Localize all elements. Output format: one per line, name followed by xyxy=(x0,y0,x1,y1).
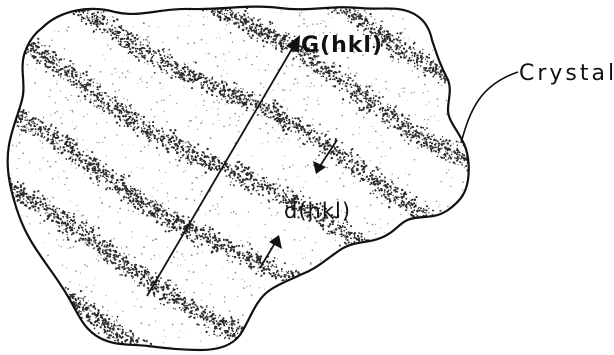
spacing-arrow-top xyxy=(313,140,337,174)
d-hkl-label: d(hkl) xyxy=(284,199,351,223)
crystal-leader-line xyxy=(461,72,518,143)
reciprocal-vector-arrow xyxy=(147,35,300,296)
g-hkl-label: G(hkl) xyxy=(301,33,383,58)
crystal-label: Crystal xyxy=(519,61,614,86)
spacing-arrow-bottom xyxy=(260,235,282,268)
